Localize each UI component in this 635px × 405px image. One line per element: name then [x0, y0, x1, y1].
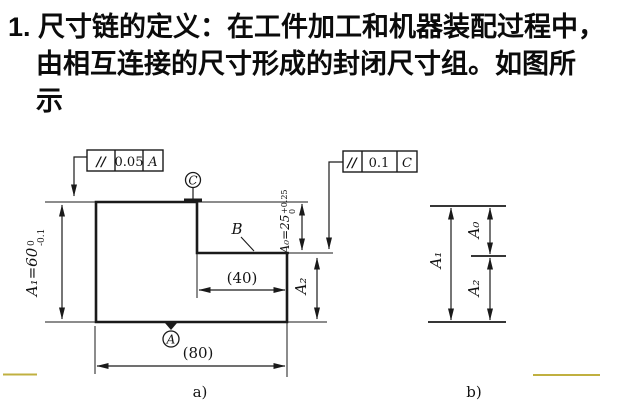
datum-c-symbol: [184, 171, 202, 202]
svg-text:A₀=25: A₀=25: [278, 215, 292, 255]
dimension-label-40: (40): [227, 269, 258, 287]
dimension-lines: [59, 203, 320, 369]
fcf2-tolerance-value: 0.1: [369, 156, 390, 171]
a0-upper-deviation: +0.25: [280, 189, 289, 214]
figure-a-labels: // 0.05 A // 0.1 C C A B A₁=60 0 -0.1 A₀…: [23, 155, 412, 401]
fcf1-leader-line: [71, 156, 87, 197]
fcf2-parallelism-icon: //: [345, 156, 358, 171]
figure-b-labels: A₁ A₀ A₂ b): [427, 222, 483, 401]
figure-b-caption: b): [466, 383, 481, 401]
feature-control-frame-parallel-005-A: [71, 149, 164, 197]
fcf2-datum-letter: C: [402, 156, 412, 171]
part-outline: [94, 200, 289, 324]
surface-b-label: B: [230, 220, 242, 238]
a1-upper-deviation: 0: [27, 240, 37, 246]
chain-label-a1: A₁: [427, 252, 445, 271]
a0-lower-deviation: 0: [288, 209, 297, 214]
fcf1-datum-letter: A: [147, 155, 157, 170]
chain-label-a2: A₂: [465, 280, 483, 299]
definition-text-line-2: 由相互连接的尺寸形成的封闭尺寸组。如图所: [36, 49, 576, 79]
datum-a-letter: A: [166, 333, 176, 347]
fcf1-parallelism-icon: //: [94, 155, 107, 170]
figure-a-part-drawing: [45, 149, 418, 377]
svg-text:A₁=60: A₁=60: [23, 247, 41, 298]
definition-text-line-1: 1. 尺寸链的定义：在工件加工和机器装配过程中，: [8, 12, 606, 42]
definition-text-line-3: 示: [36, 86, 63, 116]
figure-a-caption: a): [193, 383, 208, 401]
template-accent-rules: [3, 373, 600, 376]
dimension-label-a0: A₀=25 +0.25 0: [278, 189, 297, 254]
figure-b-chain-diagram: [428, 205, 506, 323]
dimension-label-a2: A₂: [292, 278, 310, 297]
dimension-label-a1: A₁=60 0 -0.1: [23, 229, 47, 299]
svg-text:A₂: A₂: [292, 278, 310, 297]
datum-c-letter: C: [188, 174, 197, 188]
fcf1-tolerance-value: 0.05: [115, 155, 144, 170]
dimension-label-80: (80): [183, 344, 214, 362]
surface-b-leader-line: [240, 236, 255, 252]
chain-label-a0: A₀: [465, 222, 483, 241]
a1-lower-deviation: -0.1: [37, 229, 47, 246]
datum-a-symbol: [162, 323, 180, 348]
feature-control-frame-parallel-01-C: [326, 150, 418, 250]
fcf2-leader-line: [326, 161, 343, 250]
